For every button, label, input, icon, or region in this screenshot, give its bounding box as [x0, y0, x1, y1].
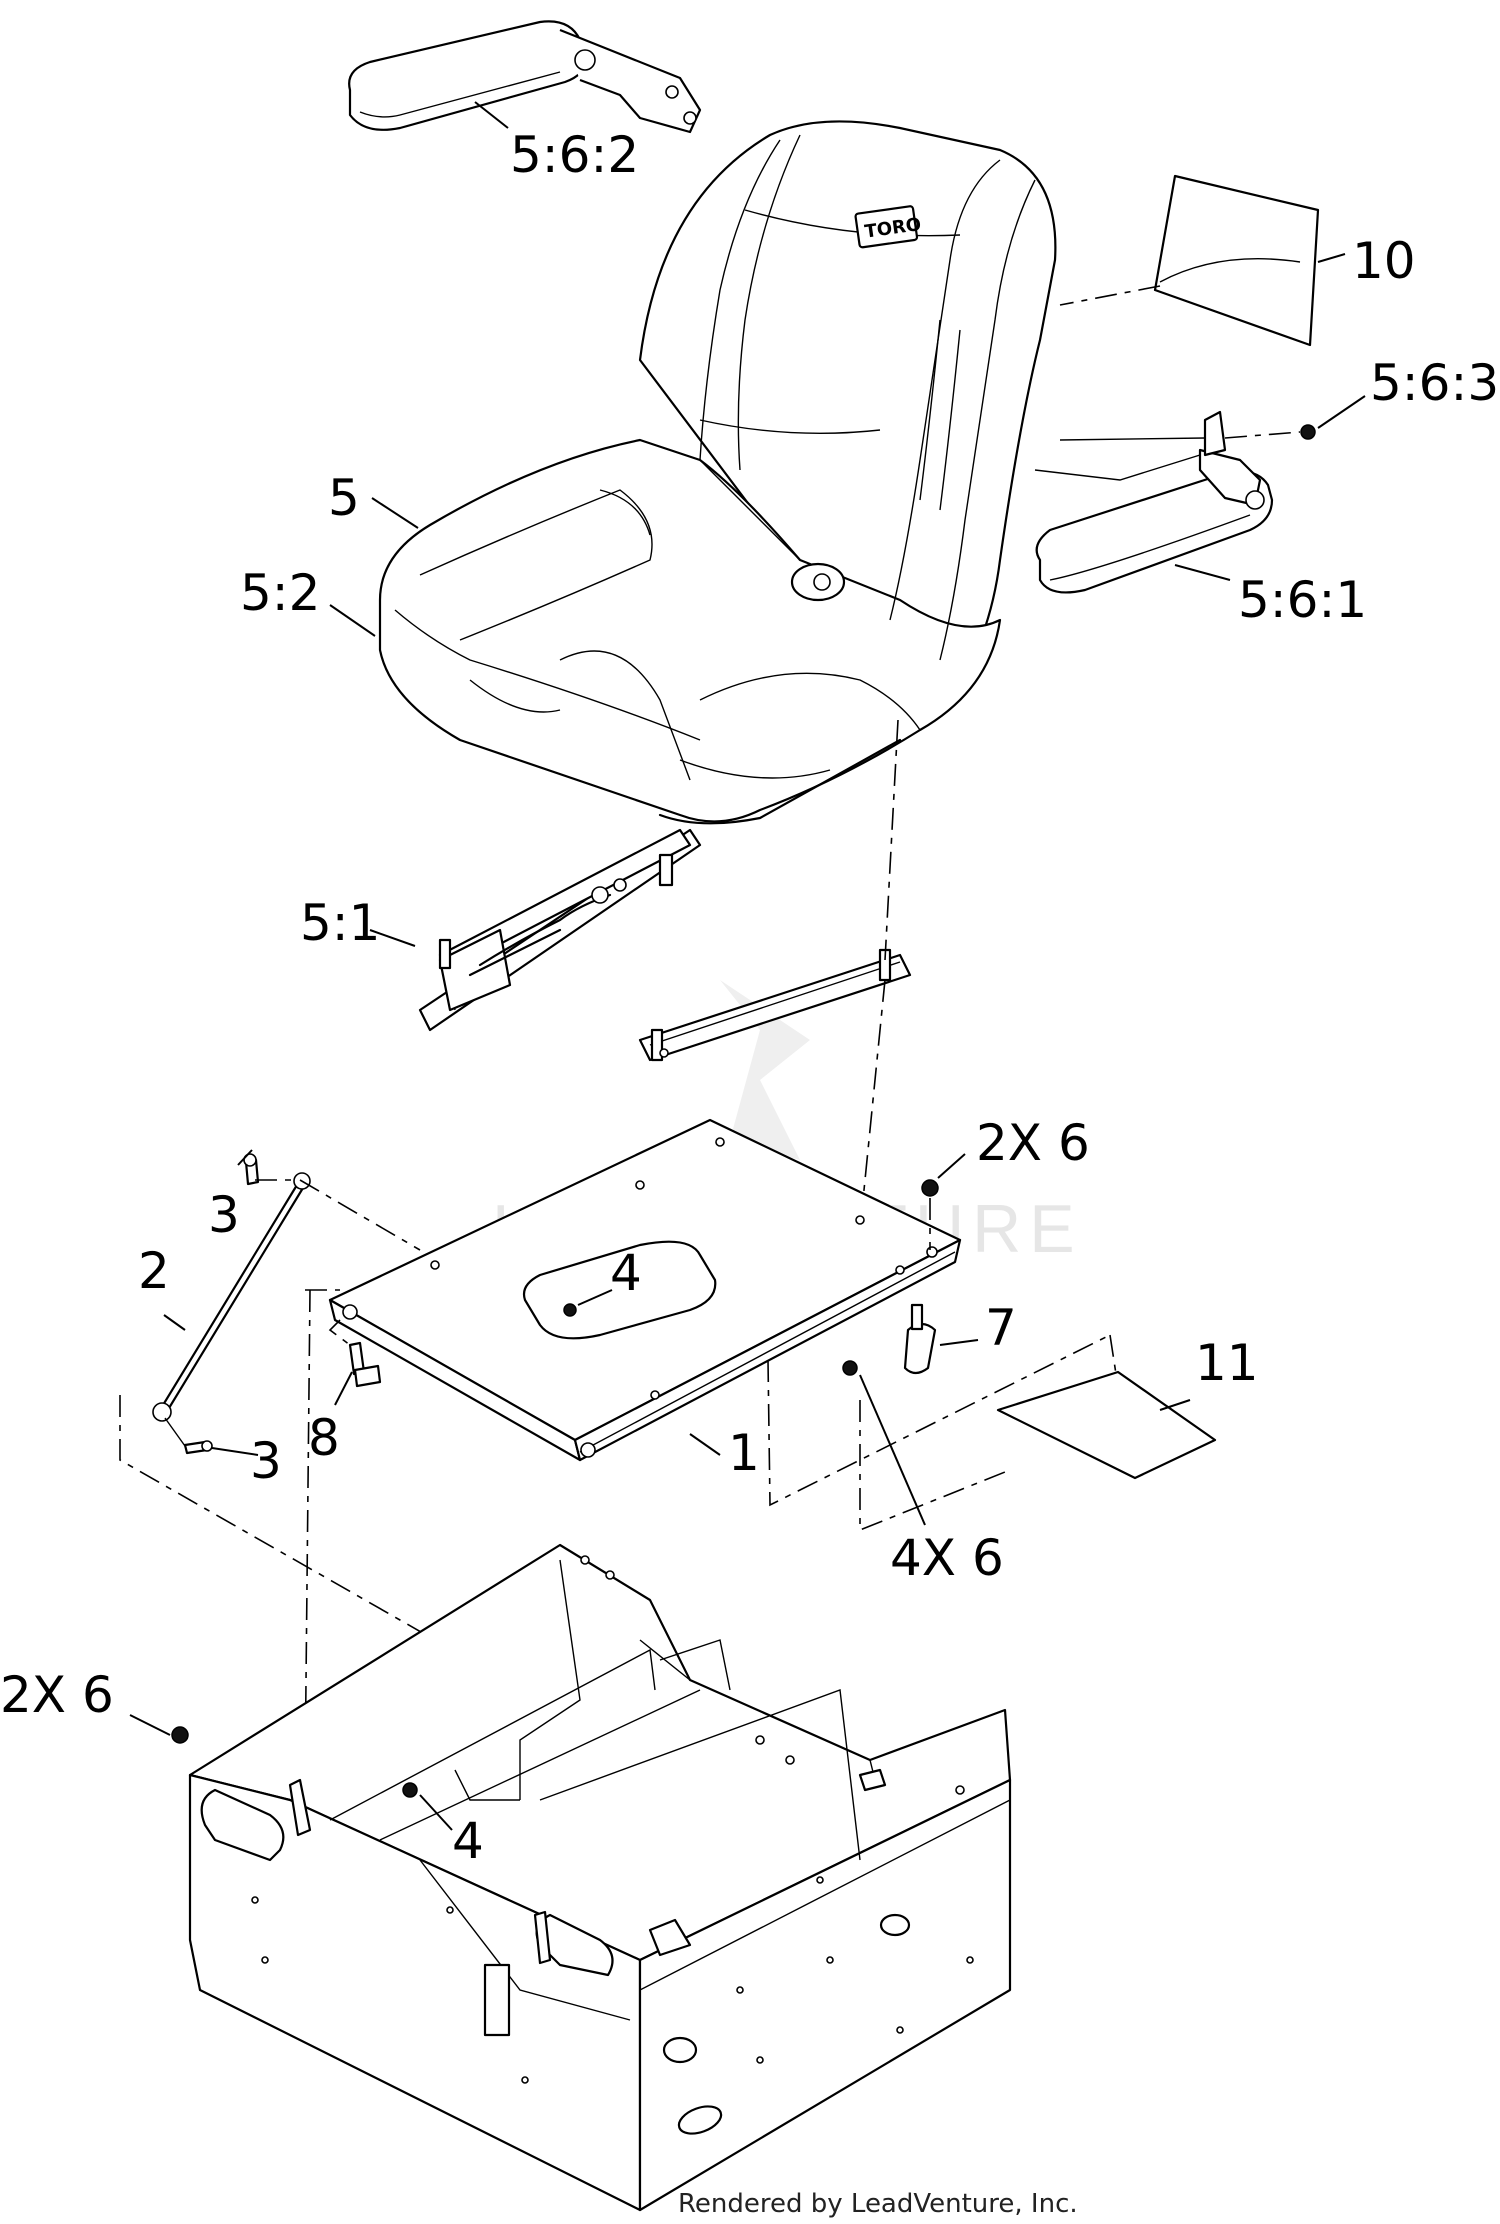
seat-slide-track	[418, 828, 702, 1032]
callout-4x6: 4X 6	[890, 1529, 1004, 1587]
callout-2: 2	[138, 1242, 170, 1300]
callout-2x6-left: 2X 6	[0, 1666, 114, 1724]
callout-labels: 5:6:2 10 5:6:3 5 5:2 5:6:1 5:1 2X 6 3 2 …	[0, 126, 1499, 1870]
callout-7: 7	[985, 1299, 1017, 1357]
callout-3-bottom: 3	[250, 1432, 282, 1490]
seat: TORO	[378, 120, 1057, 825]
nut-4x6	[842, 1360, 858, 1376]
callout-11: 11	[1195, 1334, 1259, 1392]
bolt-5-6-3	[1300, 424, 1316, 440]
callout-1: 1	[728, 1424, 760, 1482]
decal-10	[1059, 174, 1320, 347]
callout-3-top: 3	[208, 1186, 240, 1244]
bolt-3-bottom	[164, 1417, 213, 1455]
seat-frame	[171, 1543, 1012, 2212]
armrest-right	[1034, 410, 1274, 594]
seat-plate	[328, 1118, 962, 1462]
callout-5-1: 5:1	[300, 894, 380, 952]
armrest-left	[348, 20, 702, 134]
callout-8: 8	[308, 1409, 340, 1467]
nut-2x6-top	[921, 1179, 939, 1197]
callout-5: 5	[328, 469, 360, 527]
callout-5-6-2: 5:6:2	[510, 126, 639, 184]
callout-5-6-1: 5:6:1	[1238, 571, 1367, 629]
bolt-3-top	[243, 1153, 295, 1186]
callout-2x6-top: 2X 6	[976, 1114, 1090, 1172]
callout-4-frame: 4	[452, 1812, 484, 1870]
callout-10: 10	[1352, 232, 1416, 290]
seat-rail	[638, 948, 912, 1062]
leader-lines	[129, 101, 1366, 1831]
knob-7	[903, 1303, 937, 1375]
callout-5-6-3: 5:6:3	[1370, 354, 1499, 412]
callout-5-2: 5:2	[240, 564, 320, 622]
callout-4-plate: 4	[610, 1244, 642, 1302]
footer-credit: Rendered by LeadVenture, Inc.	[678, 2189, 1078, 2219]
decal-11	[996, 1370, 1217, 1480]
bolt-8	[348, 1341, 382, 1388]
